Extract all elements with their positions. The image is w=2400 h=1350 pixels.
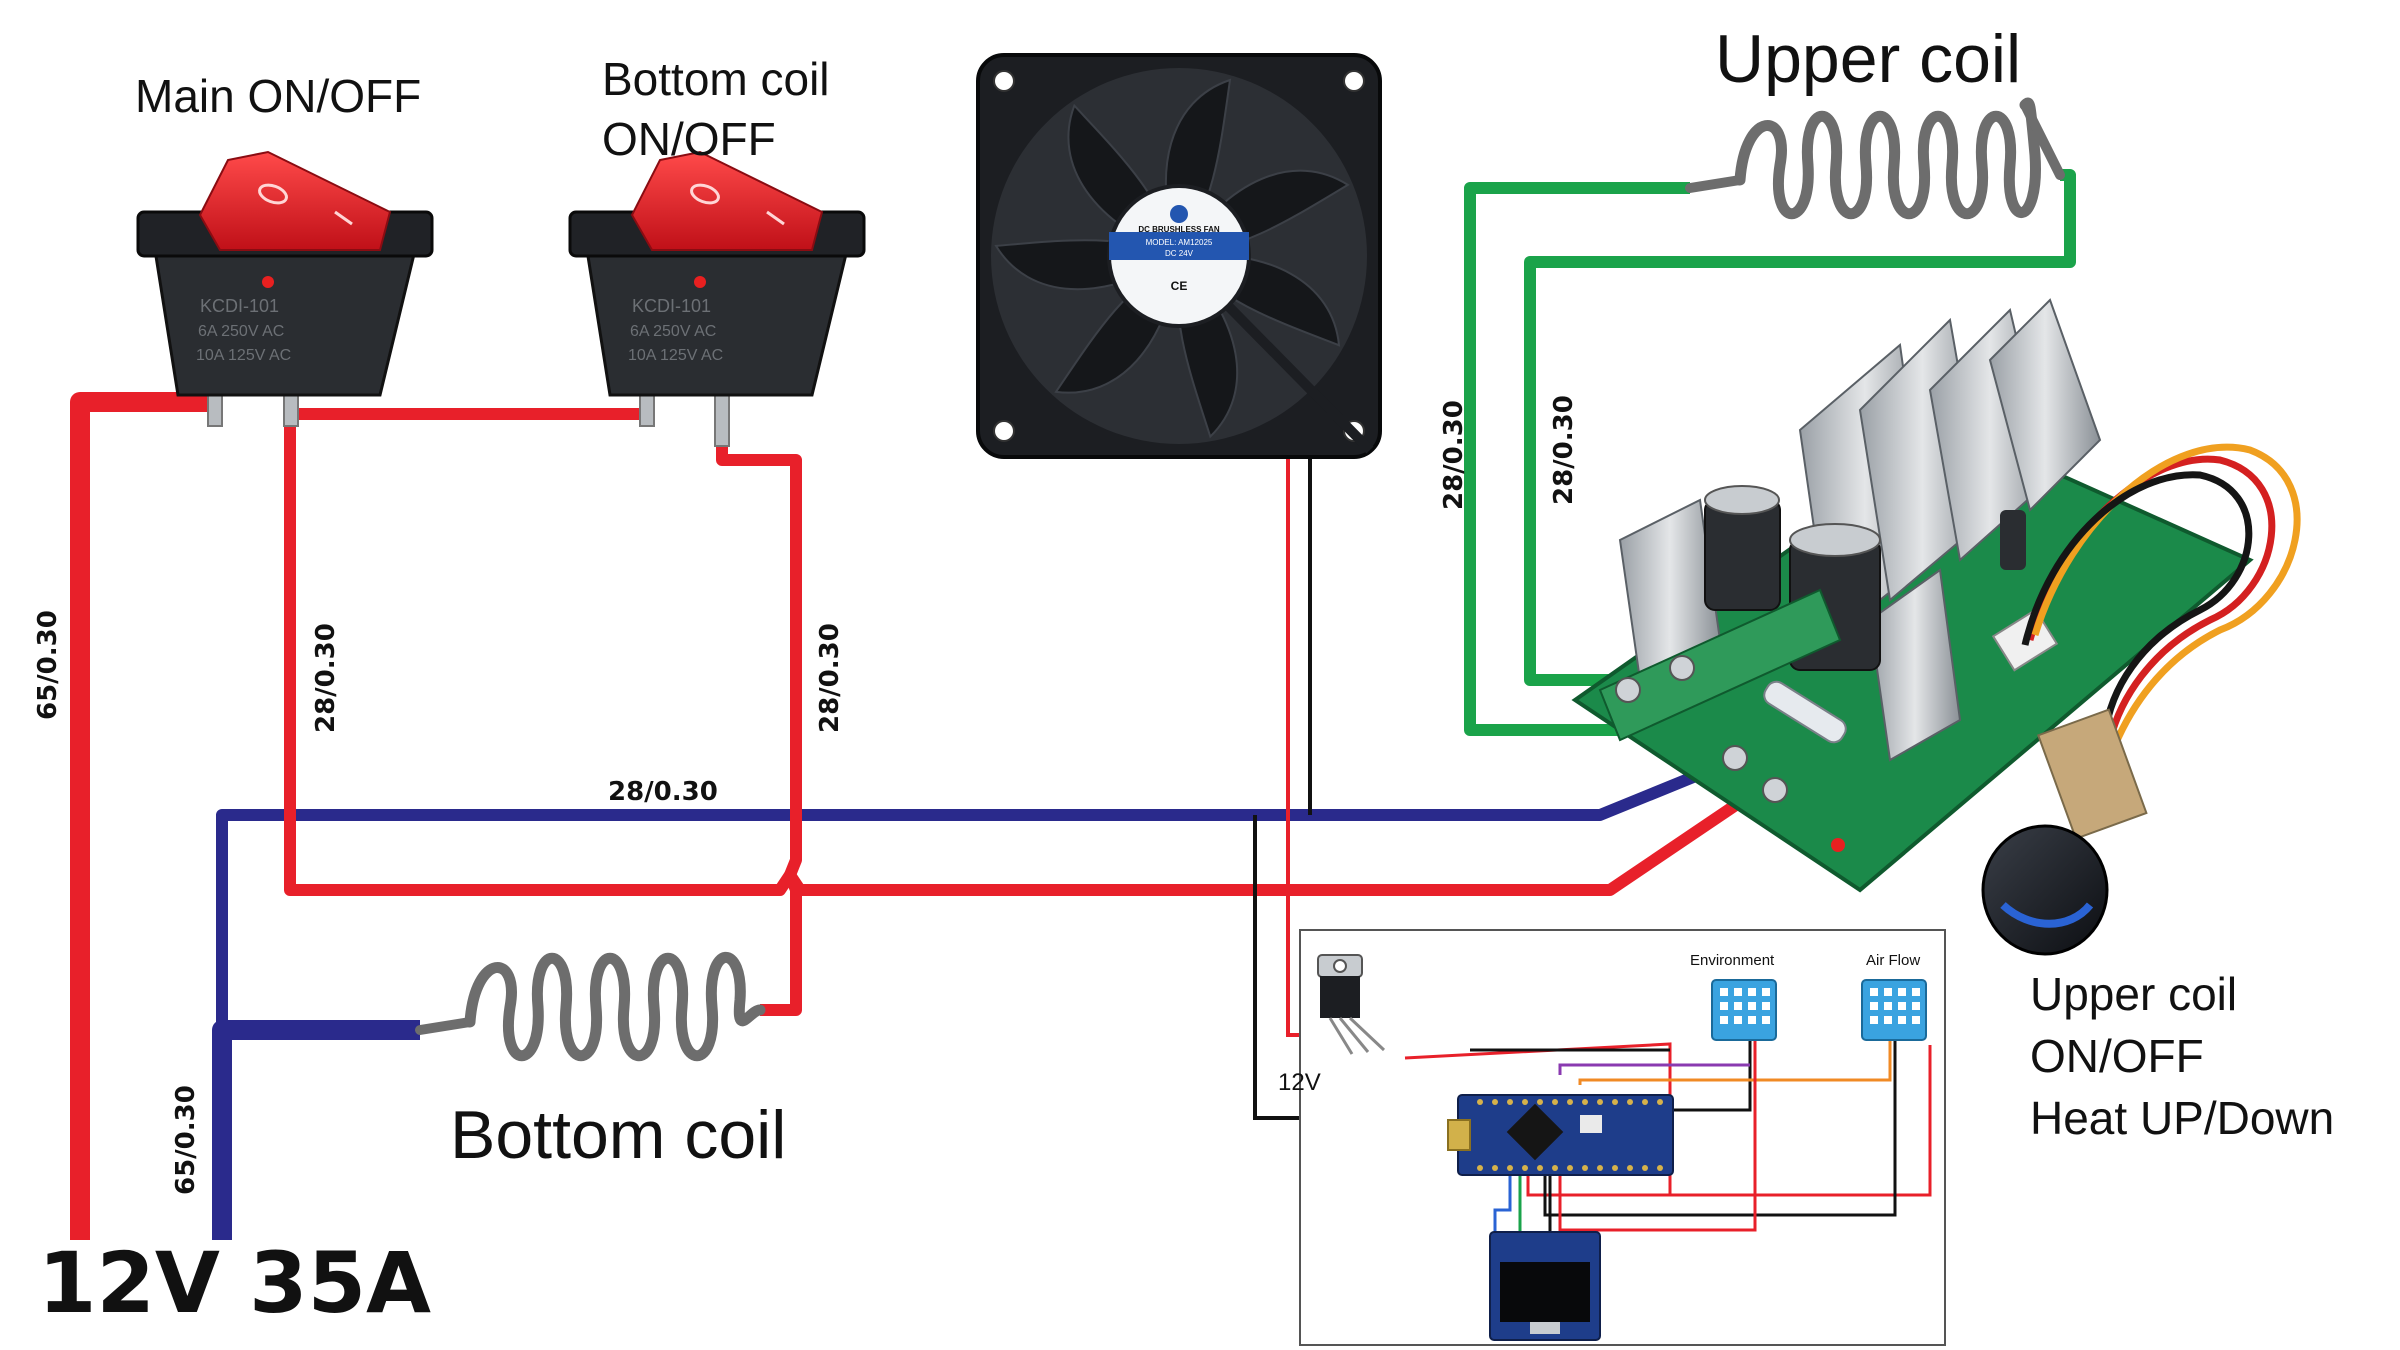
controller-label-line1: Upper coil — [2030, 968, 2237, 1020]
controller-heatsink — [1618, 298, 2102, 762]
fan-sticker-line1: DC BRUSHLESS FAN — [1138, 225, 1220, 234]
oled-display — [1489, 1231, 1601, 1341]
potentiometer-knob[interactable] — [1981, 824, 2109, 956]
controller-led — [1831, 838, 1845, 852]
controller-signal-wire-black — [2021, 471, 2253, 736]
switch-link-gauge-label: 28/0.30 — [311, 623, 341, 733]
main-switch-indicator — [262, 276, 274, 288]
cooling-fan: DC BRUSHLESS FAN MODEL: AM12025 DC 24V C… — [976, 53, 1382, 459]
sensor-airflow-label: Air Flow — [1866, 952, 1920, 969]
fan-sticker-band — [1109, 232, 1249, 260]
controller-terminal-block — [1598, 588, 1842, 803]
power-supply-label: 12V 35A — [38, 1234, 431, 1332]
main-positive-wire — [70, 392, 218, 1240]
bottom-coil-feed-wire — [716, 414, 802, 1016]
main-negative-wire — [212, 1020, 420, 1240]
bottom-switch-marking-3: 10A 125V AC — [628, 347, 723, 364]
sensor-environment-label: Environment — [1690, 952, 1775, 969]
bottom-coil-label: Bottom coil — [450, 1097, 786, 1173]
bottom-switch-label-line2: ON/OFF — [602, 113, 776, 165]
upper-coil-wire-a — [1464, 182, 1690, 736]
bottom-switch-on-mark — [766, 210, 785, 226]
fan-mount-hole — [993, 420, 1015, 442]
upper-coil-gauge-label-a: 28/0.30 — [1439, 400, 1469, 510]
voltage-regulator-icon — [1317, 954, 1386, 1055]
main-switch-marking-3: 10A 125V AC — [196, 347, 291, 364]
upper-coil — [1685, 97, 2065, 220]
fan-mount-hole — [1343, 70, 1365, 92]
bottom-switch-marking-1: KCDI-101 — [632, 296, 711, 316]
main-switch[interactable]: KCDI-101 6A 250V AC 10A 125V AC — [136, 150, 434, 427]
mcu-subdiagram: 12V — [1278, 929, 1946, 1346]
controller-capacitors — [1704, 485, 2026, 671]
mcu-voltage-label: 12V — [1278, 1069, 1321, 1096]
main-switch-rocker — [198, 150, 392, 251]
fan-mount-hole — [993, 70, 1015, 92]
potentiometer-body — [2037, 708, 2148, 840]
bottom-switch-rocker — [630, 150, 824, 251]
fan-logo-icon — [1170, 205, 1188, 223]
main-switch-marking-2: 6A 250V AC — [198, 323, 284, 340]
knob-indicator — [2000, 901, 2094, 928]
upper-coil-wire-b — [1524, 169, 2076, 686]
main-negative-gauge-label: 65/0.30 — [171, 1085, 201, 1195]
upper-coil-winding — [1734, 97, 2041, 220]
bottom-switch-marking-2: 6A 250V AC — [630, 323, 716, 340]
airflow-sensor — [1861, 979, 1927, 1041]
arduino-nano-board — [1447, 1094, 1674, 1176]
environment-sensor — [1711, 979, 1777, 1041]
fan-sticker-ce: CE — [1171, 279, 1188, 293]
main-switch-label: Main ON/OFF — [135, 70, 421, 122]
controller-fuse — [1763, 680, 1847, 744]
controller-label-line2: ON/OFF — [2030, 1030, 2204, 1082]
fan-sticker-line2: MODEL: AM12025 — [1146, 238, 1213, 247]
upper-coil-gauge-label-b: 28/0.30 — [1549, 395, 1579, 505]
main-switch-marking-1: KCDI-101 — [200, 296, 279, 316]
bottom-coil-winding — [464, 951, 766, 1062]
negative-bus-gauge-label: 28/0.30 — [608, 777, 718, 807]
negative-bus-wire — [216, 754, 1738, 1030]
main-positive-gauge-label: 65/0.30 — [33, 610, 63, 720]
controller-label-line3: Heat UP/Down — [2030, 1092, 2334, 1144]
bottom-switch-off-mark — [690, 183, 720, 205]
fan-sticker-line3: DC 24V — [1165, 249, 1194, 258]
bottom-switch-label-line1: Bottom coil — [602, 53, 830, 105]
mcu-wires — [1404, 1040, 1932, 1232]
upper-coil-label: Upper coil — [1715, 21, 2021, 97]
bottom-coil — [415, 951, 766, 1062]
bottom-switch-indicator — [694, 276, 706, 288]
main-switch-on-mark — [334, 210, 353, 226]
pwm-controller — [1571, 298, 2301, 956]
bottom-coil-feed-gauge-label: 28/0.30 — [815, 623, 845, 733]
main-switch-off-mark — [258, 183, 288, 205]
bottom-coil-switch[interactable]: KCDI-101 6A 250V AC 10A 125V AC — [568, 150, 866, 447]
